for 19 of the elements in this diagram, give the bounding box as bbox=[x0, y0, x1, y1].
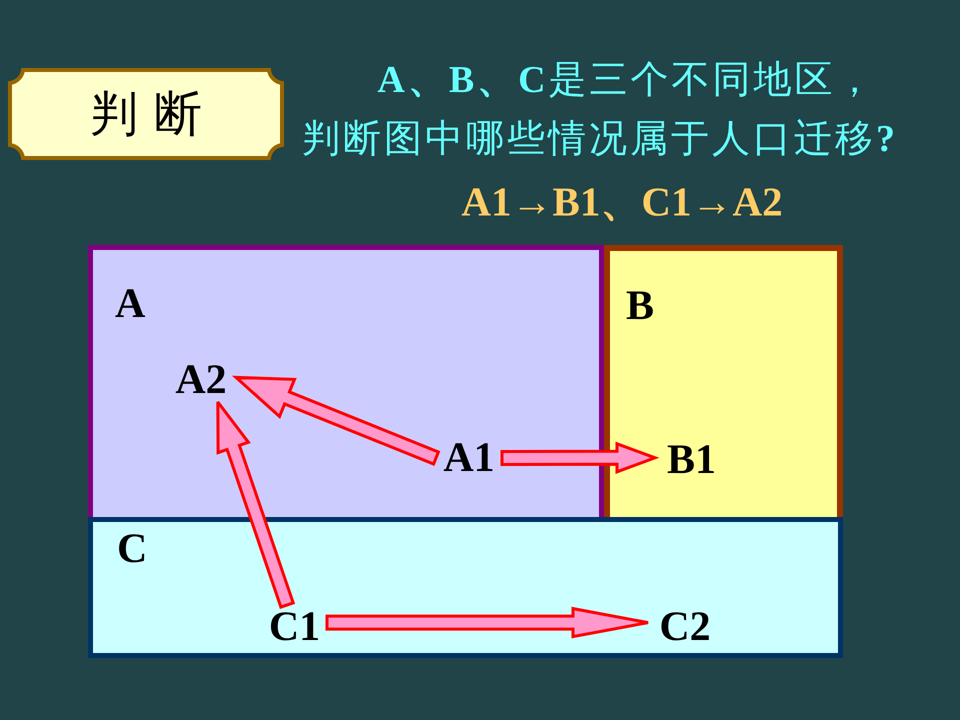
plaque-label: 判断 bbox=[90, 90, 218, 138]
point-label: B1 bbox=[655, 438, 728, 482]
point-label: C2 bbox=[648, 605, 722, 649]
region-box bbox=[88, 517, 843, 658]
point-label: C1 bbox=[262, 605, 327, 649]
block-arrow bbox=[500, 442, 660, 474]
region-label: C bbox=[117, 528, 148, 570]
plaque bbox=[8, 68, 284, 160]
answer-text: A1→B1、C1→A2 bbox=[461, 182, 783, 222]
region-box bbox=[604, 245, 843, 517]
region-label: A bbox=[115, 283, 146, 325]
block-arrow bbox=[232, 376, 440, 466]
block-arrow bbox=[216, 400, 296, 609]
region-label: B bbox=[626, 285, 654, 327]
point-label: A1 bbox=[436, 436, 502, 480]
block-arrow bbox=[326, 606, 650, 638]
region-box bbox=[88, 245, 604, 517]
point-label: A2 bbox=[166, 358, 236, 402]
question-text: A、B、C是三个不同地区，判断图中哪些情况属于人口迁移? bbox=[301, 58, 899, 162]
